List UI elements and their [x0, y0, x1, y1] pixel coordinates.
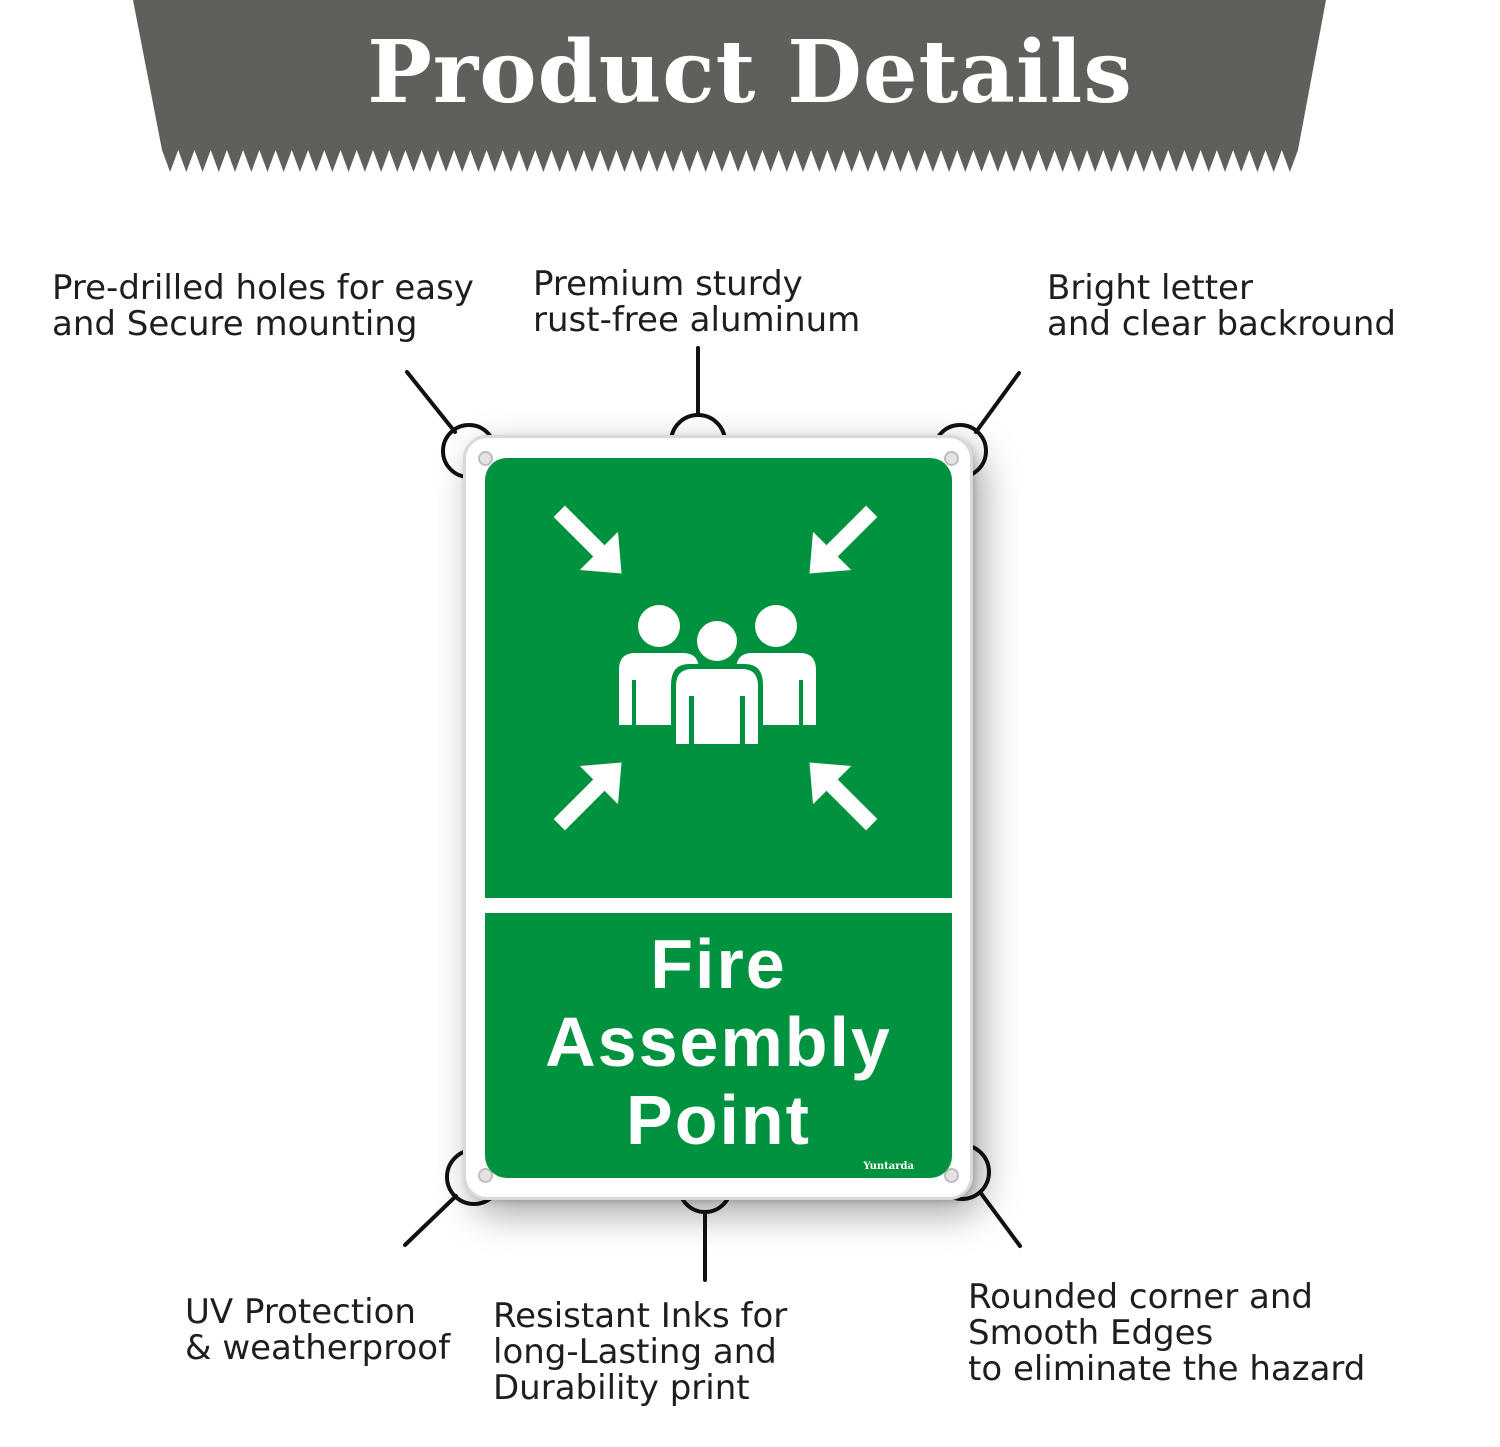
callout-inks: Resistant Inks for long-Lasting and Dura… [493, 1298, 787, 1406]
sign-text-panel: Fire Assembly Point Yuntarda [485, 913, 952, 1178]
callout-inks-line-3: Durability print [493, 1368, 750, 1408]
callout-bright-line-1: Bright letter [1047, 270, 1253, 308]
callout-aluminum: Premium sturdy rust-free aluminum [533, 266, 860, 338]
callout-aluminum-line-2: rust-free aluminum [533, 300, 861, 340]
mounting-hole [944, 1168, 959, 1183]
connector-line-uv [403, 1194, 458, 1247]
callout-bright: Bright letter and clear backround [1047, 270, 1397, 342]
arrow-down-left-icon [809, 505, 878, 574]
mounting-hole [478, 1168, 493, 1183]
callout-corners: Rounded corner and Smooth Edges to elimi… [968, 1279, 1365, 1387]
mounting-hole [944, 451, 959, 466]
header-banner: Product Details [0, 0, 1500, 180]
arrow-up-right-icon [553, 762, 622, 831]
mounting-hole [478, 451, 493, 466]
sign-symbol-panel [485, 458, 952, 898]
callout-uv-line-1: UV Protection [185, 1292, 416, 1332]
fire-assembly-sign: Fire Assembly Point Yuntarda [463, 435, 973, 1200]
sign-text-line-3: Point [626, 1081, 811, 1159]
people-group-icon [619, 605, 816, 746]
connector-line-holes [405, 370, 457, 434]
callout-inks-line-2: long-Lasting and [493, 1332, 777, 1372]
callout-inks-line-1: Resistant Inks for [493, 1296, 788, 1336]
callout-corners-line-2: Smooth Edges [968, 1313, 1214, 1353]
arrow-down-right-icon [553, 505, 622, 574]
page-title: Product Details [367, 22, 1133, 123]
connector-line-bright [974, 371, 1021, 434]
connector-line-corners [978, 1190, 1022, 1248]
callout-holes-line-2: and Secure mounting [52, 304, 418, 344]
arrow-up-left-icon [809, 762, 878, 831]
brand-label: Yuntarda [863, 1161, 914, 1172]
callout-uv-line-2: & weatherproof [185, 1328, 451, 1368]
sign-text-line-1: Fire [650, 925, 787, 1003]
sign-text: Fire Assembly Point [485, 925, 952, 1159]
callout-corners-line-3: to eliminate the hazard [968, 1349, 1366, 1389]
sign-symbol [553, 505, 878, 831]
callout-holes-line-1: Pre-drilled holes for easy [52, 268, 474, 308]
callout-holes: Pre-drilled holes for easy and Secure mo… [52, 270, 474, 342]
callout-bright-line-2: and clear backround [1047, 304, 1396, 342]
callout-corners-line-1: Rounded corner and [968, 1277, 1313, 1317]
banner-background [133, 0, 1326, 172]
sign-text-line-2: Assembly [545, 1003, 892, 1081]
callout-uv: UV Protection & weatherproof [185, 1294, 450, 1366]
callout-aluminum-line-1: Premium sturdy [533, 264, 803, 304]
